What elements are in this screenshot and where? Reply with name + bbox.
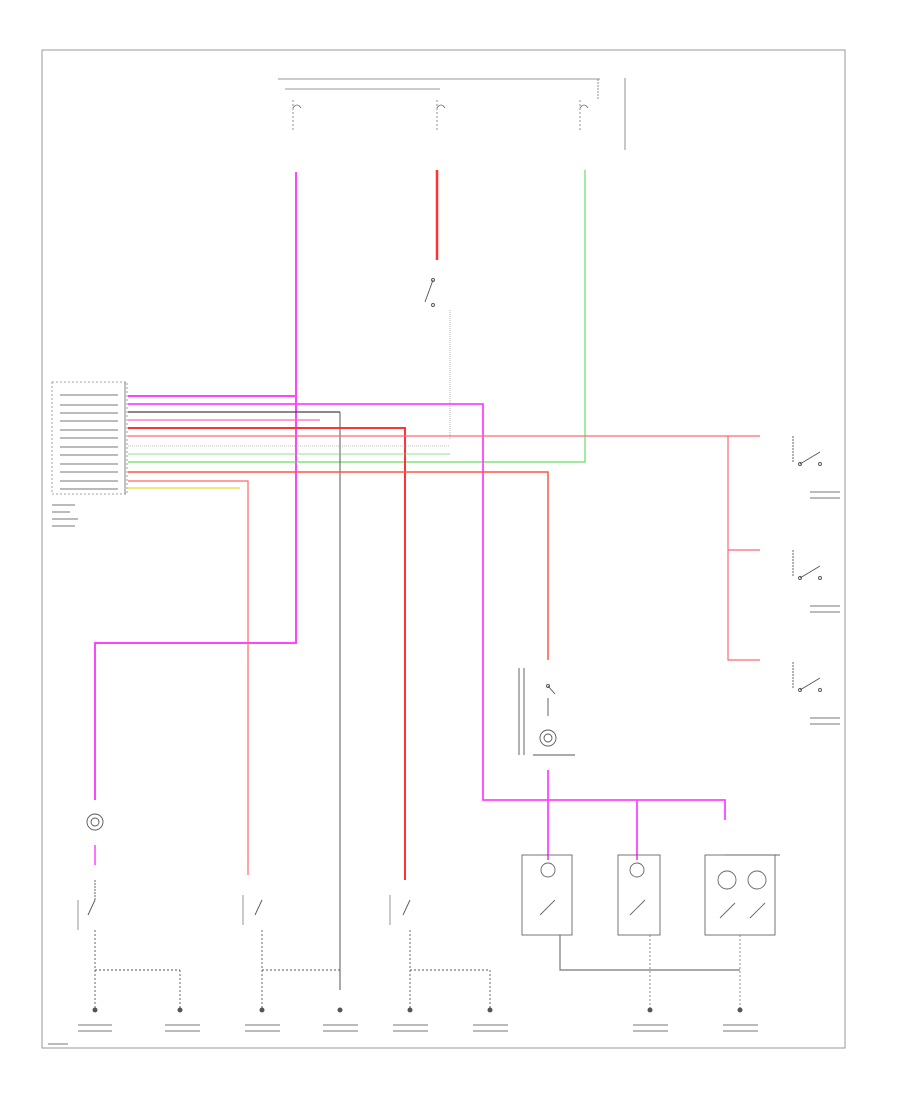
ground-icon [337, 1007, 343, 1013]
bottom-left-switches [77, 880, 491, 1010]
ground-icon [92, 1007, 98, 1013]
left-courtesy-lamp [86, 813, 104, 865]
control-unit-wires [128, 395, 760, 990]
interior-lamp [518, 668, 575, 756]
ground-symbols [92, 1007, 743, 1013]
bottom-right-modules [521, 854, 780, 936]
ground-icon [487, 1007, 493, 1013]
wire-green [128, 170, 586, 463]
diagram-frame [41, 49, 846, 1049]
ground-icon [647, 1007, 653, 1013]
ground-icon [407, 1007, 413, 1013]
ground-icon [259, 1007, 265, 1013]
fuse-box-top [278, 78, 626, 150]
control-unit [51, 381, 128, 495]
right-switch-group [727, 436, 822, 692]
door-switch-top [424, 278, 451, 440]
wire-pink-main [94, 172, 297, 800]
label-marks [48, 394, 840, 1045]
ground-icon [737, 1007, 743, 1013]
ground-icon [177, 1007, 183, 1013]
bottom-right-ground-bus [559, 935, 741, 1010]
